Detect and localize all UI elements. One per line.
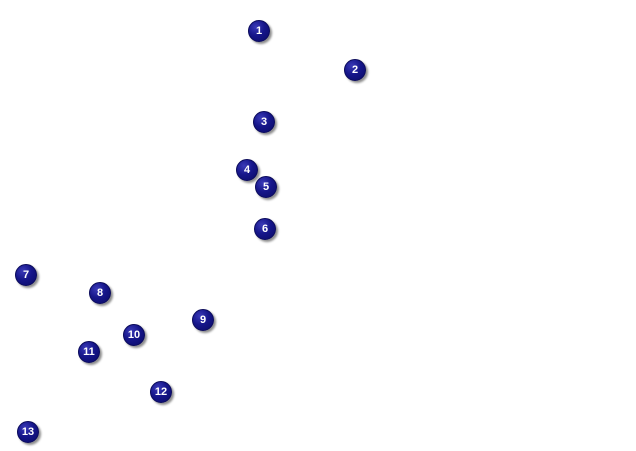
map-marker-6[interactable]: 6	[254, 218, 276, 240]
map-marker-9[interactable]: 9	[192, 309, 214, 331]
map-marker-13[interactable]: 13	[17, 421, 39, 443]
map-marker-11[interactable]: 11	[78, 341, 100, 363]
map-marker-2[interactable]: 2	[344, 59, 366, 81]
map-marker-7[interactable]: 7	[15, 264, 37, 286]
marker-label: 9	[199, 313, 207, 326]
marker-label: 1	[255, 24, 263, 37]
map-marker-12[interactable]: 12	[150, 381, 172, 403]
marker-label: 11	[83, 345, 95, 358]
marker-label: 10	[127, 328, 141, 341]
map-marker-5[interactable]: 5	[255, 176, 277, 198]
marker-label: 2	[351, 63, 359, 76]
marker-label: 5	[262, 180, 270, 193]
marker-label: 8	[96, 286, 104, 299]
map-marker-1[interactable]: 1	[248, 20, 270, 42]
marker-label: 12	[154, 385, 168, 398]
marker-label: 6	[261, 222, 269, 235]
map-marker-4[interactable]: 4	[236, 159, 258, 181]
marker-label: 7	[22, 268, 30, 281]
map-marker-8[interactable]: 8	[89, 282, 111, 304]
map-marker-3[interactable]: 3	[253, 111, 275, 133]
marker-label: 13	[21, 425, 35, 438]
marker-label: 4	[243, 163, 251, 176]
map-marker-10[interactable]: 10	[123, 324, 145, 346]
marker-label: 3	[260, 115, 268, 128]
